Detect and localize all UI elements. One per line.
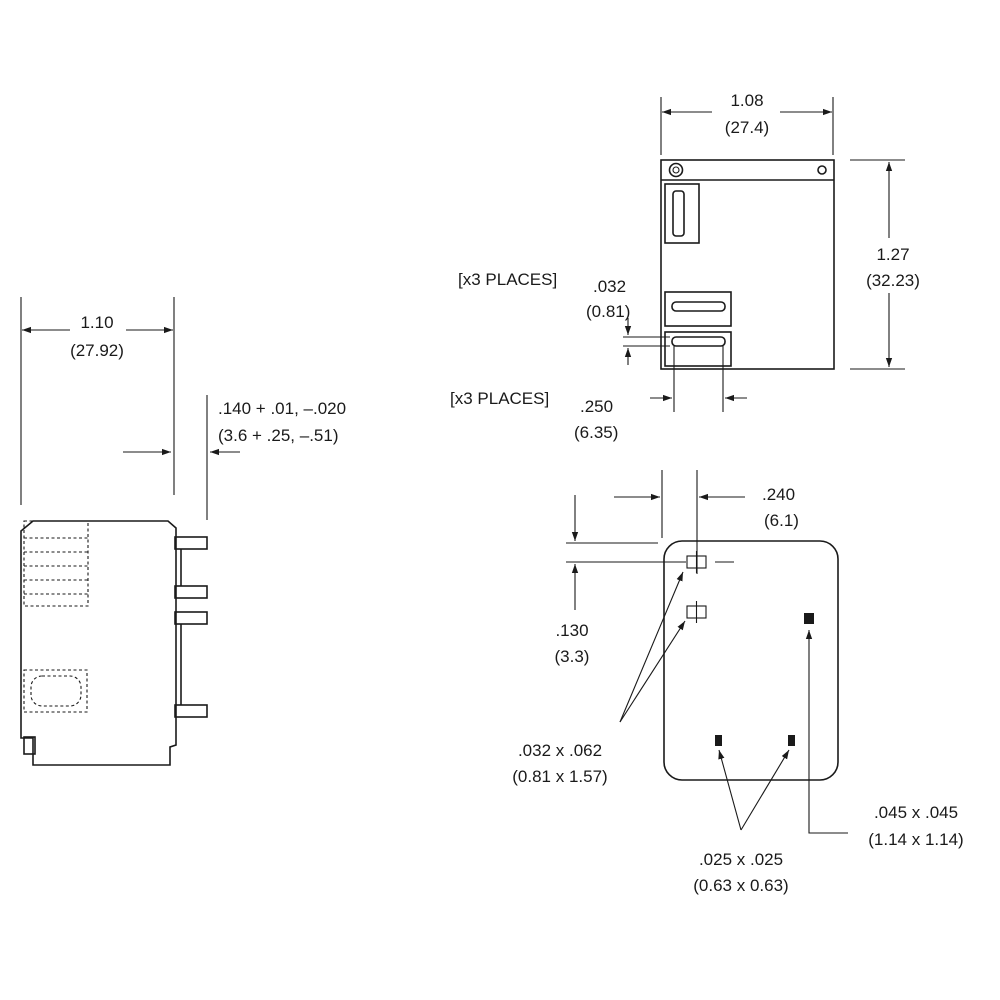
slot-lower (671, 336, 726, 347)
slot-upper (671, 301, 726, 312)
top-view: 1.08 (27.4) 1.27 (32.23) [x3 PLACES] .03… (450, 91, 920, 442)
oval-holes-label-mm: (0.81 x 1.57) (512, 767, 607, 786)
relay-body-top (660, 159, 835, 370)
slot-width-label-in: .032 (593, 277, 626, 296)
oval-holes-label-in: .032 x .062 (518, 741, 602, 760)
length-label-in: 1.10 (80, 313, 113, 332)
slot-length-label-mm: (6.35) (574, 423, 618, 442)
oval-leader-1 (619, 571, 684, 723)
slot-window-upper (664, 291, 732, 327)
mounting-hole-inner (672, 166, 680, 174)
offset-x-label-mm: (6.1) (764, 511, 799, 530)
footprint-view: .240 (6.1) .130 (3.3) .032 x .062 (0.81 … (512, 470, 964, 895)
large-pad-label-mm: (1.14 x 1.14) (868, 830, 963, 849)
oval-hole-1 (686, 551, 734, 573)
pcb-footprint-outline (663, 540, 839, 781)
pin-1 (174, 536, 208, 550)
slot-window-lower (664, 331, 732, 367)
width-label-mm: (27.4) (725, 118, 769, 137)
slot-width-places: [x3 PLACES] (458, 270, 557, 289)
slot-width-label-mm: (0.81) (586, 302, 630, 321)
small-pad-1 (715, 735, 722, 746)
offset-y-label-in: .130 (555, 621, 588, 640)
small-pad-2 (788, 735, 795, 746)
mounting-hole-right (817, 165, 827, 175)
pin-length-label-in: .140 + .01, –.020 (218, 399, 346, 418)
large-pad-label-in: .045 x .045 (874, 803, 958, 822)
offset-y-label-mm: (3.3) (555, 647, 590, 666)
hidden-internal-block (23, 520, 89, 607)
hidden-internal-slot (23, 669, 88, 713)
pin-3 (174, 611, 208, 625)
side-slot-window (664, 183, 700, 244)
small-pads-label-in: .025 x .025 (699, 850, 783, 869)
side-view: 1.10 (27.92) .140 + .01, –.020 (3.6 + .2… (20, 297, 346, 766)
width-label-in: 1.08 (730, 91, 763, 110)
side-slot (672, 190, 685, 237)
height-label-in: 1.27 (876, 245, 909, 264)
height-label-mm: (32.23) (866, 271, 920, 290)
hidden-internal-oval (30, 675, 82, 707)
slot-length-label-in: .250 (580, 397, 613, 416)
pin-2 (174, 585, 208, 599)
offset-x-label-in: .240 (762, 485, 795, 504)
small-pad-leader-2 (740, 749, 790, 831)
large-pad (804, 613, 814, 624)
slot-length-places: [x3 PLACES] (450, 389, 549, 408)
small-pads-label-mm: (0.63 x 0.63) (693, 876, 788, 895)
oval-hole-2 (686, 601, 707, 623)
small-pad-leader-1 (718, 749, 742, 831)
pin-length-label-mm: (3.6 + .25, –.51) (218, 426, 339, 445)
oval-leader-2 (619, 620, 686, 723)
pin-4 (174, 704, 208, 718)
length-label-mm: (27.92) (70, 341, 124, 360)
large-pad-leader (805, 630, 848, 834)
side-tab (23, 736, 36, 755)
mounting-hole-left (668, 162, 684, 178)
relay-body-side (20, 520, 177, 766)
